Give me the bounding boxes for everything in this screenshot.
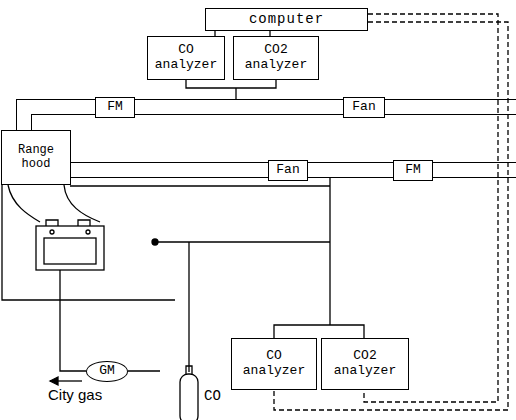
duct-inner — [384, 100, 516, 114]
stove — [36, 226, 104, 270]
cylinder-valve — [186, 366, 192, 374]
connector-line — [71, 163, 268, 177]
sample-line — [155, 241, 330, 242]
connector-line — [135, 99, 343, 115]
hood-flare — [64, 185, 100, 222]
node-text: GM — [99, 364, 115, 379]
node-text: computer — [249, 11, 324, 27]
connector-line — [24, 107, 95, 130]
fan-box: Fan — [343, 97, 385, 118]
room-line — [70, 185, 330, 186]
co-cylinder — [180, 374, 198, 420]
node-text: CO2 analyzer — [325, 349, 405, 379]
knob — [86, 230, 90, 234]
connector-line — [71, 162, 268, 178]
cylinder-label: CO — [204, 388, 221, 404]
sample-line — [186, 80, 276, 99]
analyzer-box: CO2 analyzer — [233, 36, 319, 80]
duct — [308, 170, 393, 171]
analyzer-box: CO analyzer — [147, 36, 225, 80]
burner — [46, 220, 90, 226]
flow-meter-box: FM — [393, 160, 433, 181]
node-text: CO2 analyzer — [237, 43, 315, 73]
duct — [71, 170, 268, 171]
knob — [50, 230, 54, 234]
node-text: CO analyzer — [151, 43, 221, 73]
arrow-head — [50, 377, 58, 385]
gas-line — [60, 270, 160, 371]
duct — [433, 162, 516, 178]
gas-meter: GM — [86, 361, 128, 382]
node-text: Fan — [352, 100, 375, 115]
room-line — [2, 185, 175, 300]
sample-line — [274, 178, 364, 338]
analyzer-box: CO2 analyzer — [321, 338, 409, 390]
connector-line — [24, 107, 95, 130]
connector-line — [308, 162, 393, 178]
fan-box: Fan — [268, 160, 308, 181]
flow-meter-box: FM — [95, 97, 135, 118]
analyzer-box: CO analyzer — [231, 338, 317, 390]
node-text: FM — [107, 100, 123, 115]
node-text: FM — [405, 163, 421, 178]
flow-label: City gas — [48, 386, 102, 403]
duct — [135, 107, 343, 108]
connector-line — [135, 100, 343, 114]
computer-box: computer — [205, 8, 368, 31]
connector-line — [308, 163, 393, 177]
range-hood: Range hood — [1, 130, 71, 185]
co-gas-line — [188, 242, 189, 372]
oven-door — [44, 238, 96, 264]
duct — [385, 99, 516, 115]
sampling-point — [152, 239, 158, 245]
duct — [24, 107, 95, 130]
duct-inner — [432, 163, 516, 177]
hood-flare — [8, 185, 40, 222]
node-text: CO analyzer — [235, 349, 313, 379]
node-text: Range hood — [5, 144, 67, 172]
node-text: Fan — [276, 163, 299, 178]
